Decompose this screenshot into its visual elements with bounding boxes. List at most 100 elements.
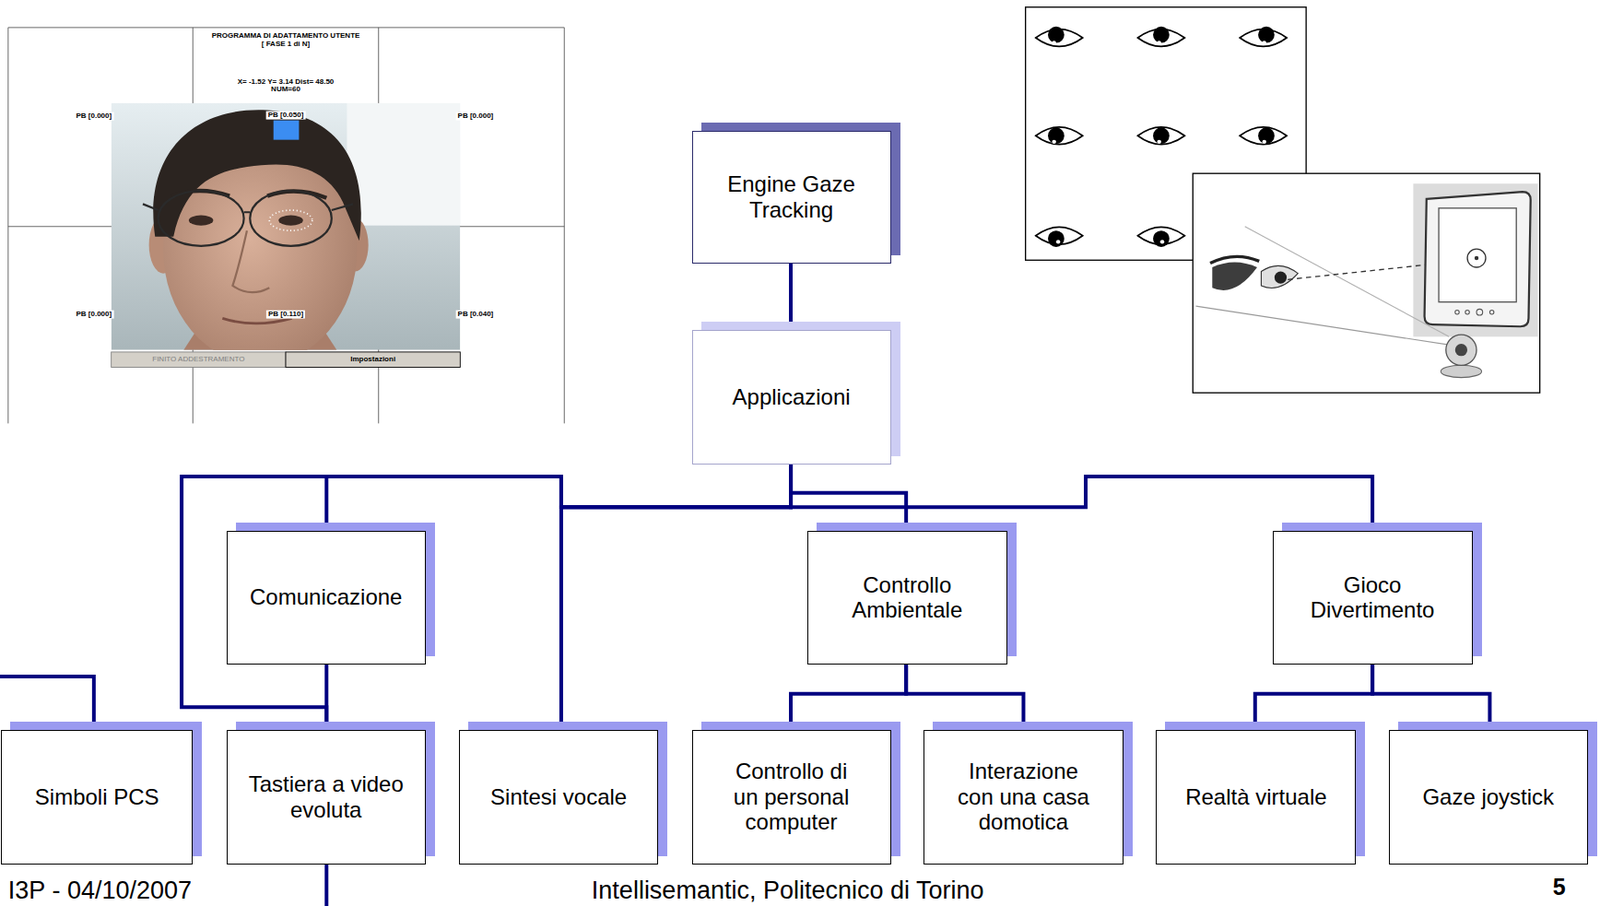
- tree-connector: [905, 664, 1024, 730]
- eye-positions-panel: [1239, 26, 1287, 48]
- region-probability: PB [0.050]: [266, 111, 306, 120]
- region-probability: PB [0.040]: [456, 310, 496, 319]
- eye-positions-panel: [1152, 127, 1170, 144]
- node-label: Engine Gaze Tracking: [717, 171, 866, 223]
- connector-stub: [0, 676, 95, 730]
- category-box: Controllo Ambientale: [807, 530, 1008, 665]
- application-box: Controllo di un personal computer: [692, 729, 892, 865]
- gaze-setup-panel: [1440, 364, 1482, 377]
- gaze-coordinates: X= -1.52 Y= 3.14 Dist= 48.50: [237, 77, 335, 86]
- connector-stub: [324, 864, 329, 906]
- footer-date: I3P - 04/10/2007: [8, 877, 192, 906]
- webcam-photo: [249, 190, 332, 247]
- webcam-photo: [111, 103, 461, 351]
- tree-connector: [324, 664, 329, 730]
- eye-positions-panel: [1047, 230, 1065, 248]
- tree-connector: [1255, 664, 1373, 730]
- region-probability: PB [0.000]: [74, 112, 115, 121]
- sample-count: NUM=60: [270, 85, 301, 95]
- webcam-photo: [152, 109, 361, 241]
- eye-positions-panel: [1137, 127, 1185, 145]
- screenshot-buttons: [111, 352, 286, 368]
- application-box: Simboli PCS: [0, 729, 193, 865]
- webcam-photo: [142, 203, 159, 211]
- eye-positions-panel: [1137, 226, 1185, 248]
- screen-subtitle: [ FASE 1 di N]: [261, 40, 310, 49]
- gaze-setup-panel: [1465, 310, 1470, 315]
- eye-positions-panel: [1051, 140, 1056, 144]
- eye-positions-panel: [1239, 127, 1287, 145]
- eye-positions-panel: [1262, 40, 1267, 45]
- application-box: Realtà virtuale: [1155, 729, 1356, 865]
- application-box: Tastiera a video evoluta: [226, 729, 426, 865]
- eye-positions-panel: [1051, 40, 1056, 45]
- gaze-setup-panel: [1211, 261, 1258, 290]
- application-box: Interazione con una casa domotica: [923, 729, 1124, 865]
- screenshot-buttons: [285, 352, 460, 368]
- eye-positions-panel: [1160, 239, 1165, 244]
- node-label: Applicazioni: [732, 384, 851, 411]
- webcam-photo: [269, 210, 313, 231]
- eye-positions-panel: [1258, 127, 1275, 144]
- tree-connector: [326, 464, 791, 531]
- webcam-photo: [232, 230, 270, 293]
- engine-box: Engine Gaze Tracking: [692, 130, 892, 264]
- gaze-setup-panel: [1467, 248, 1486, 268]
- region-probability: PB [0.110]: [266, 310, 306, 319]
- webcam-photo: [273, 120, 300, 141]
- node-label: Interazione con una casa domotica: [953, 758, 1093, 836]
- node-label: Tastiera a video evoluta: [243, 771, 410, 823]
- button-caption: FINITO ADDESTRAMENTO: [152, 355, 245, 365]
- screenshot-grid: [564, 27, 565, 424]
- eye-positions-panel: [1047, 127, 1065, 144]
- footer-credit: Intellisemantic, Politecnico di Torino: [591, 877, 985, 906]
- tree-connector: [790, 464, 1373, 531]
- screen-title: PROGRAMMA DI ADATTAMENTO UTENTE: [211, 32, 361, 41]
- gaze-setup-panel: [1455, 310, 1459, 315]
- eye-positions-panel: [1262, 140, 1267, 144]
- webcam-photo: [331, 203, 353, 211]
- tree-connector: [788, 263, 793, 330]
- eye-positions-panel: [1152, 230, 1170, 248]
- category-box: Comunicazione: [226, 530, 426, 665]
- gaze-setup-panel: [1192, 173, 1540, 393]
- gaze-setup-panel: [1474, 256, 1479, 260]
- node-label: Comunicazione: [249, 584, 402, 611]
- gaze-setup-panel: [1196, 305, 1450, 345]
- eye-positions-panel: [1258, 26, 1275, 44]
- gaze-setup-panel: [1438, 208, 1517, 303]
- region-probability: PB [0.000]: [456, 112, 496, 121]
- eye-positions-panel: [1056, 239, 1060, 244]
- webcam-photo: [188, 215, 214, 226]
- gaze-setup-panel: [1274, 270, 1287, 283]
- screenshot-buttons: [111, 352, 461, 368]
- webcam-photo: [244, 211, 251, 213]
- tree-connector: [181, 464, 791, 730]
- screenshot-grid: [7, 27, 9, 424]
- tree-connector: [561, 464, 791, 730]
- tree-connector: [1372, 664, 1490, 730]
- eye-positions-panel: [1157, 140, 1162, 144]
- webcam-photo: [346, 103, 460, 226]
- node-label: Controllo Ambientale: [837, 572, 977, 624]
- node-label: Gioco Divertimento: [1303, 572, 1442, 624]
- webcam-photo: [278, 215, 304, 226]
- region-probability: PB [0.000]: [74, 310, 115, 319]
- node-label: Controllo di un personal computer: [722, 758, 861, 836]
- application-box: Gaze joystick: [1388, 729, 1589, 865]
- node-label: Simboli PCS: [35, 784, 160, 811]
- eye-positions-panel: [1239, 127, 1287, 145]
- eye-positions-panel: [1047, 26, 1065, 44]
- eye-positions-panel: [1137, 26, 1185, 48]
- node-label: Realtà virtuale: [1185, 784, 1327, 811]
- tree-connector: [790, 664, 906, 730]
- eye-positions-panel: [1152, 26, 1170, 44]
- eye-positions-panel: [1035, 26, 1083, 48]
- gaze-setup-panel: [1192, 173, 1540, 393]
- eye-positions-panel: [1157, 40, 1162, 45]
- application-box: Sintesi vocale: [458, 729, 659, 865]
- category-box: Applicazioni: [692, 329, 892, 465]
- button-caption: Impostazioni: [350, 355, 396, 365]
- gaze-setup-panel: [1476, 308, 1483, 316]
